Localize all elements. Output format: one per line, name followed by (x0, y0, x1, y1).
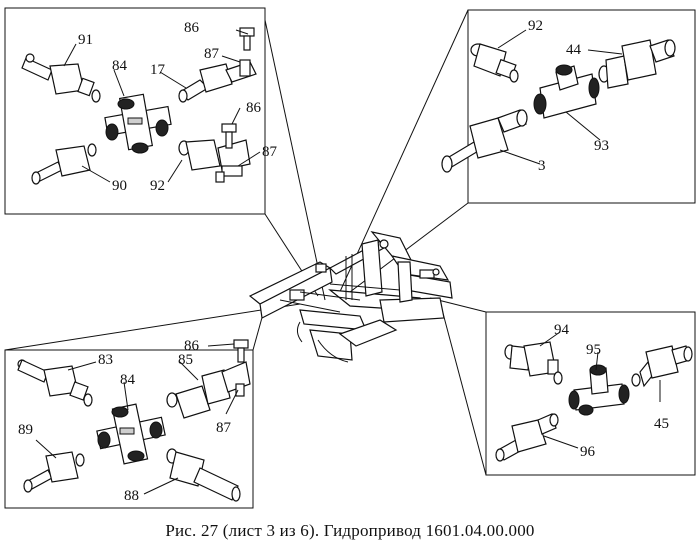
label-44: 44 (566, 42, 582, 58)
panel-bottom-right-frame (485, 311, 696, 476)
tee-95 (568, 364, 630, 416)
label-84-top: 84 (112, 58, 128, 74)
fitting-44 (598, 39, 676, 89)
label-83: 83 (98, 352, 113, 368)
cross-84 (104, 93, 172, 154)
label-45: 45 (654, 416, 669, 432)
fitting-90 (31, 143, 97, 185)
fitting-17 (178, 27, 257, 103)
label-89: 89 (18, 422, 33, 438)
fitting-92-left (178, 123, 251, 183)
fitting-96 (495, 413, 559, 462)
label-86-top: 86 (184, 20, 200, 36)
label-17: 17 (150, 62, 166, 78)
label-90: 90 (112, 178, 127, 194)
fitting-94 (504, 341, 563, 385)
fitting-3 (441, 109, 528, 173)
cross-84-bottom (96, 403, 166, 465)
fitting-92-right (470, 43, 519, 83)
label-93: 93 (594, 138, 609, 154)
label-94: 94 (554, 322, 570, 338)
label-96: 96 (580, 444, 596, 460)
top-left-parts (21, 27, 257, 185)
fitting-89 (23, 451, 85, 493)
label-87-top: 87 (204, 46, 220, 62)
fitting-91 (21, 53, 101, 103)
fitting-83 (17, 359, 93, 407)
label-86-bottom: 86 (184, 338, 200, 354)
label-95: 95 (586, 342, 601, 358)
tee-93 (533, 64, 600, 119)
label-92-left: 92 (150, 178, 165, 194)
label-86-mid: 86 (246, 100, 262, 116)
part-number-labels: 91 86 87 84 17 86 87 90 92 92 44 93 3 86… (18, 18, 669, 504)
figure-caption: Рис. 27 (лист 3 из 6). Гидропривод 1601.… (165, 521, 535, 540)
label-88: 88 (124, 488, 139, 504)
label-91: 91 (78, 32, 93, 48)
label-92-right: 92 (528, 18, 543, 34)
chassis-frame-drawing (248, 231, 453, 363)
panel-top-right-frame (467, 9, 696, 204)
bottom-right-parts (495, 341, 693, 462)
part-label-leaders (35, 29, 661, 495)
top-right-parts (441, 39, 676, 173)
callout-leader-lines (4, 9, 487, 476)
fitting-45 (631, 345, 693, 388)
label-87-bottom: 87 (216, 420, 232, 436)
panel-bottom-left-frame (4, 349, 254, 509)
bottom-left-parts (17, 339, 251, 502)
fitting-88 (166, 448, 241, 502)
label-3: 3 (538, 158, 546, 174)
fitting-85 (166, 339, 251, 419)
label-84-bottom: 84 (120, 372, 136, 388)
label-87-mid: 87 (262, 144, 278, 160)
label-85: 85 (178, 352, 193, 368)
